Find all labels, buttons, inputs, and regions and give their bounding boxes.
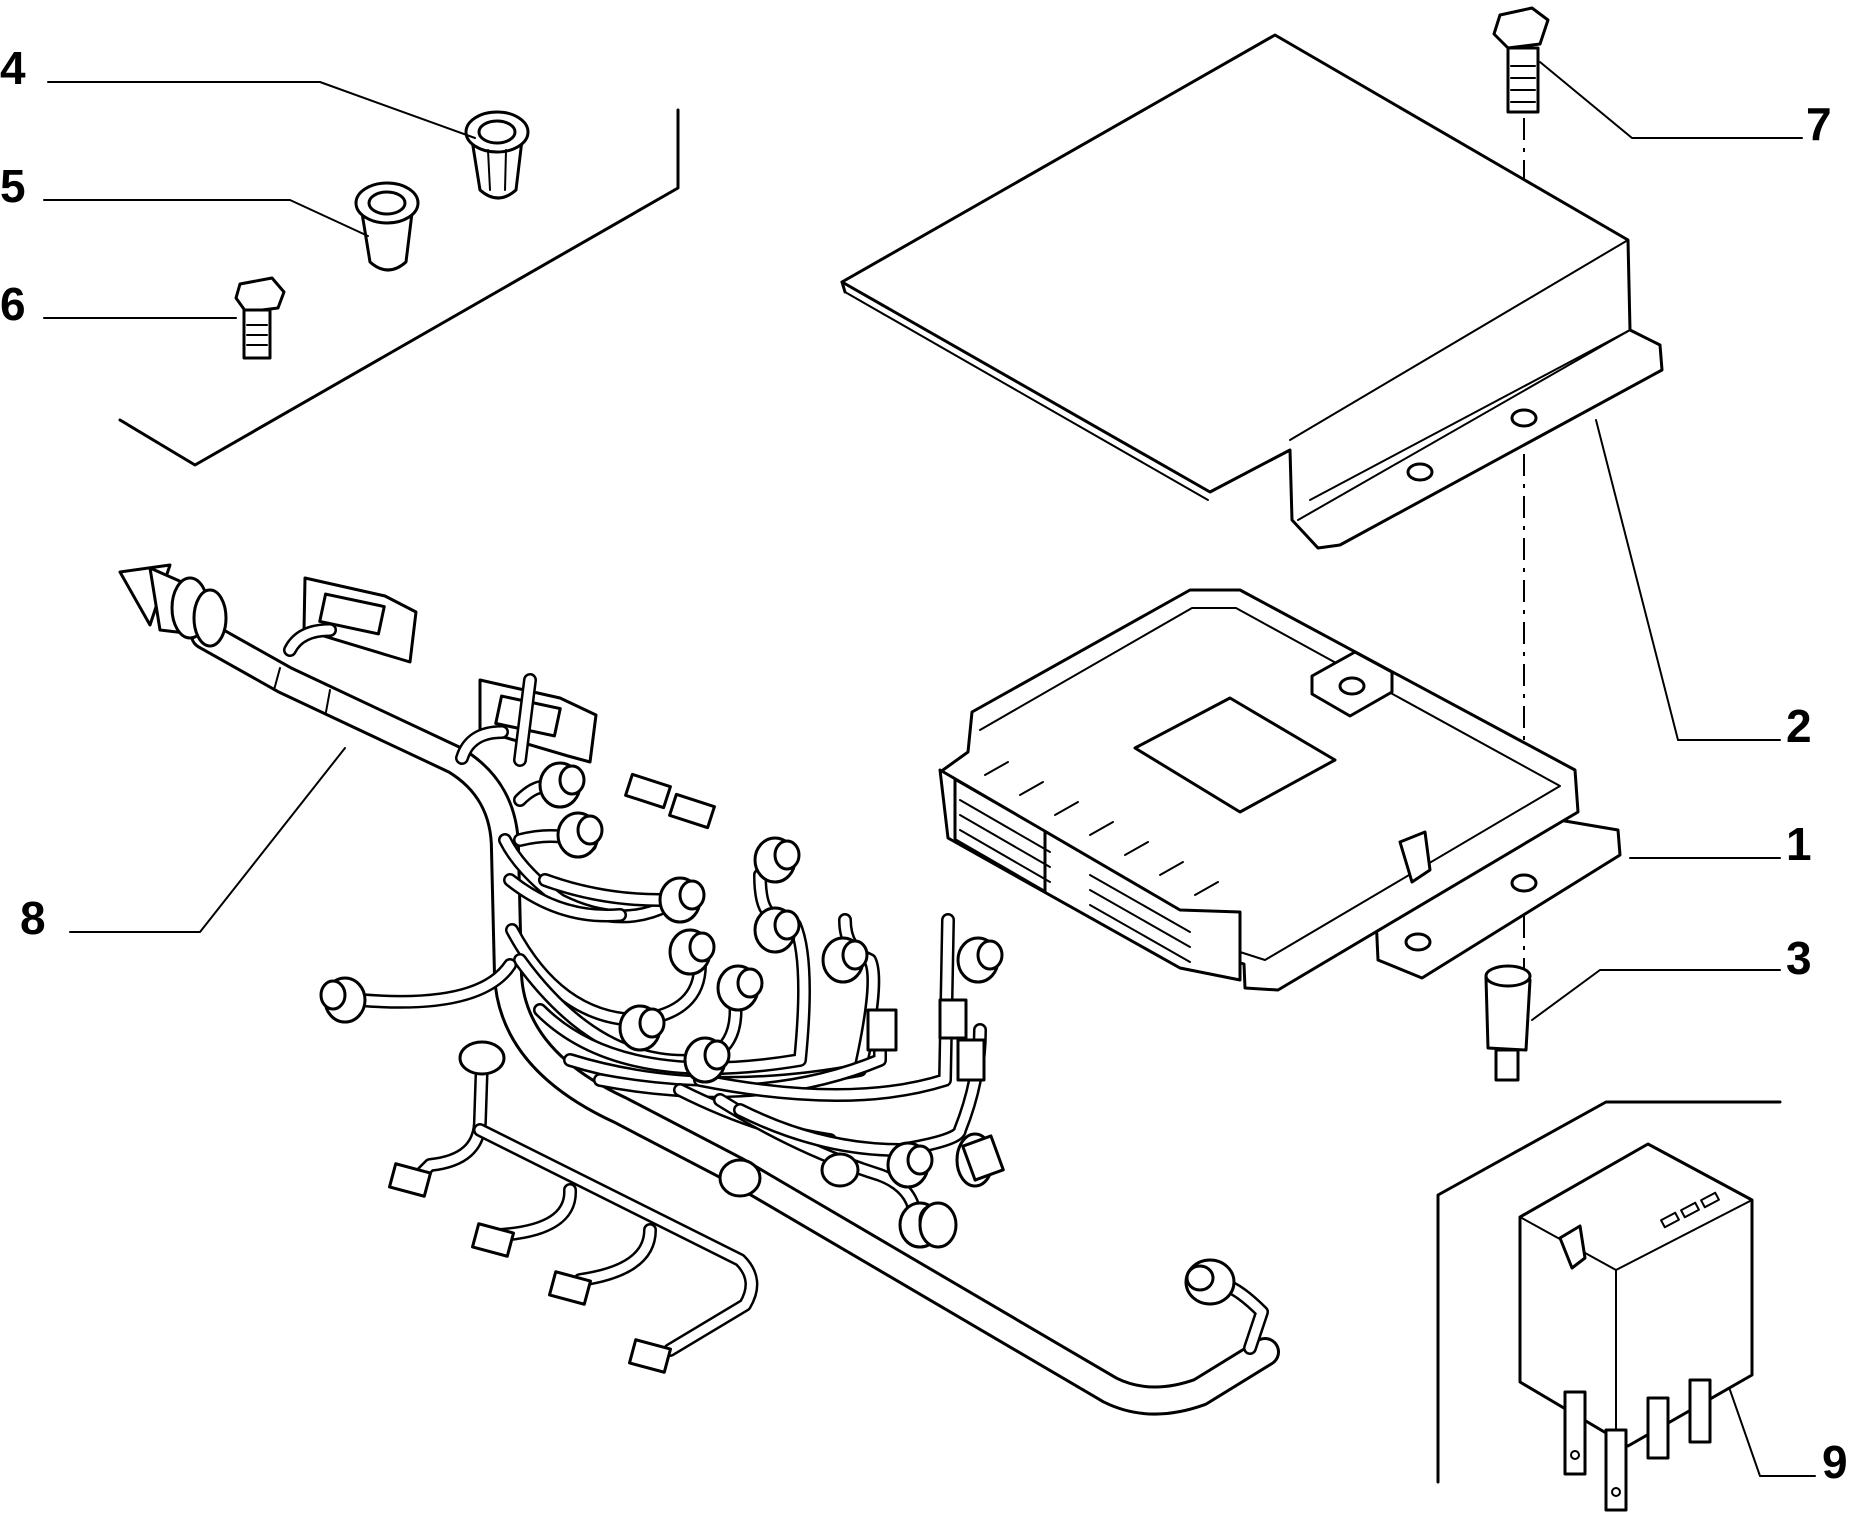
relay-group-border — [1436, 1100, 1782, 1484]
callout-9: 9 — [1822, 1436, 1848, 1488]
hardware-group-border — [118, 108, 680, 467]
callout-8: 8 — [20, 892, 46, 944]
callout-3: 3 — [1786, 932, 1812, 984]
part-2-bracket — [840, 33, 1664, 550]
part-1-control-unit — [938, 588, 1622, 992]
callout-4: 4 — [0, 42, 26, 94]
callout-labels: 4 5 6 7 2 1 8 3 9 — [0, 42, 1848, 1488]
harness-plugs — [319, 761, 1236, 1306]
callout-7: 7 — [1806, 98, 1832, 150]
part-4-grommet — [464, 110, 530, 200]
callout-2: 2 — [1786, 700, 1812, 752]
part-3-spacer — [1484, 964, 1532, 1082]
part-9-relay — [1518, 1142, 1754, 1512]
callout-1: 1 — [1786, 818, 1812, 870]
part-6-bolt — [234, 276, 286, 360]
leader-lines — [43, 61, 1816, 1477]
part-5-grommet — [354, 181, 420, 272]
callout-6: 6 — [0, 278, 26, 330]
part-8-wiring-harness — [118, 563, 1280, 1416]
part-7-bolt — [1492, 6, 1550, 114]
harness-flat-connectors — [388, 772, 716, 1374]
callout-5: 5 — [0, 160, 26, 212]
